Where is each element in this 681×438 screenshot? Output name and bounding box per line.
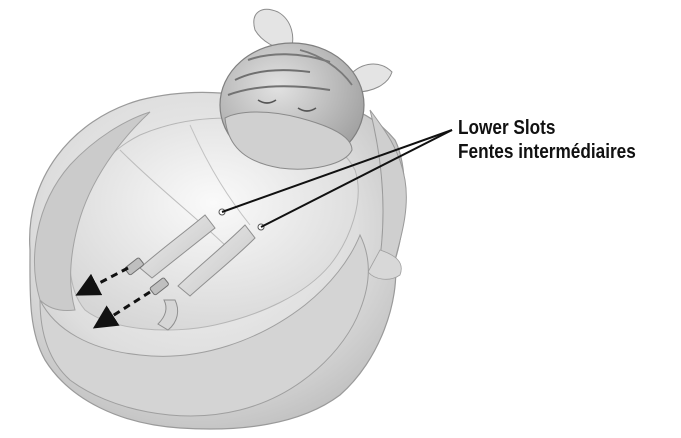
callout-label-french: Fentes intermédiaires xyxy=(458,141,636,163)
callout-label-english: Lower Slots xyxy=(458,117,555,139)
